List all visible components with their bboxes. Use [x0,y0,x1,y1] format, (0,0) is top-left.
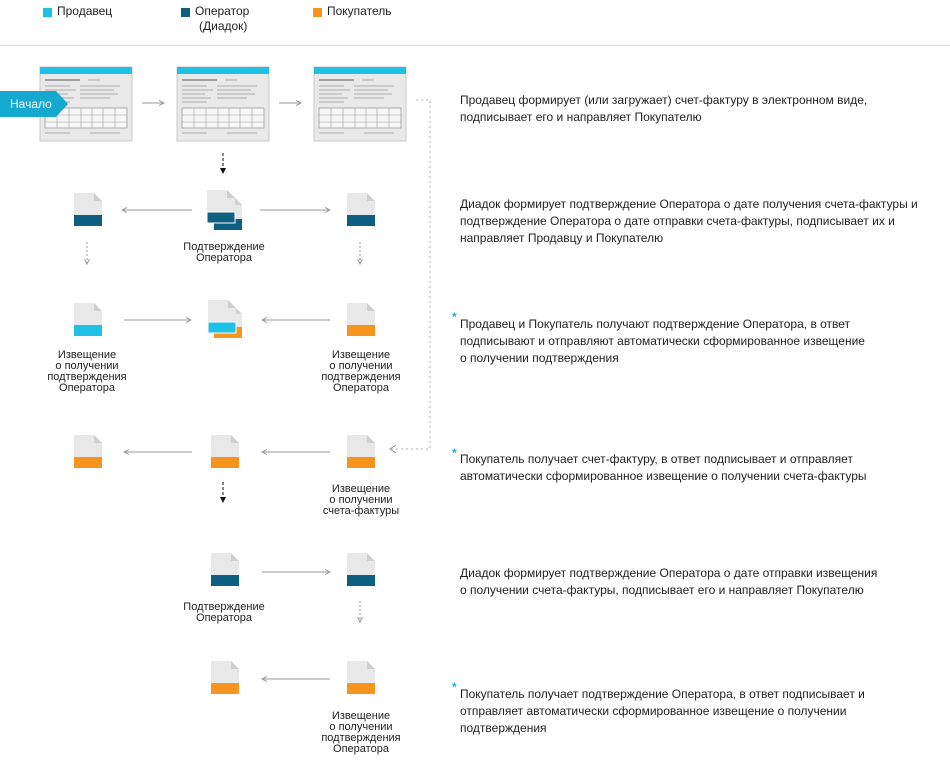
seller-doc-row2 [74,193,102,226]
step-5-description: Диадок формирует подтверждение Оператора… [460,566,878,597]
connector-invoice-to-buyer [391,99,431,450]
buyer-doc-mid-row4 [211,435,239,468]
operator-doc-stack-row2 [206,190,242,230]
step-4-star: * [452,446,457,460]
buyer-color-swatch [313,8,322,17]
buyer-doc-right-row6 [347,661,375,694]
seller-notice-doc-row3 [74,303,102,336]
step-6-description: Покупатель получает подтверждение Операт… [460,687,865,735]
step-2-description: Диадок формирует подтверждение Оператора… [460,197,918,245]
buyer-doc-left-row4 [74,435,102,468]
combined-doc-row3 [207,300,242,338]
operator-color-swatch [181,8,190,17]
legend-seller-label: Продавец [57,4,113,18]
operator-doc-left-row5 [211,553,239,586]
start-label: Начало [0,91,56,117]
seller-color-swatch [43,8,52,17]
connector-arrowhead [389,444,397,454]
step-6-star: * [452,680,457,694]
operator-doc-right-row5 [347,553,375,586]
legend-buyer-label: Покупатель [327,4,392,18]
step-4-description: Покупатель получает счет-фактуру, в отве… [460,452,867,483]
buyer-doc-row2 [347,193,375,226]
step-3-description: Продавец и Покупатель получают подтвержд… [460,317,865,365]
invoice-document-3 [313,66,407,142]
legend-operator-label: Оператор [195,4,250,18]
legend-operator-sublabel: (Диадок) [199,19,248,33]
step-1-description: Продавец формирует (или загружает) счет-… [460,93,868,124]
buyer-doc-left-row6 [211,661,239,694]
buyer-notice-doc-row3 [347,303,375,336]
invoice-document-2 [176,66,270,142]
start-label-arrow [56,91,68,117]
step-3-star: * [452,310,457,324]
buyer-doc-right-row4 [347,435,375,468]
legend-separator [0,45,950,46]
